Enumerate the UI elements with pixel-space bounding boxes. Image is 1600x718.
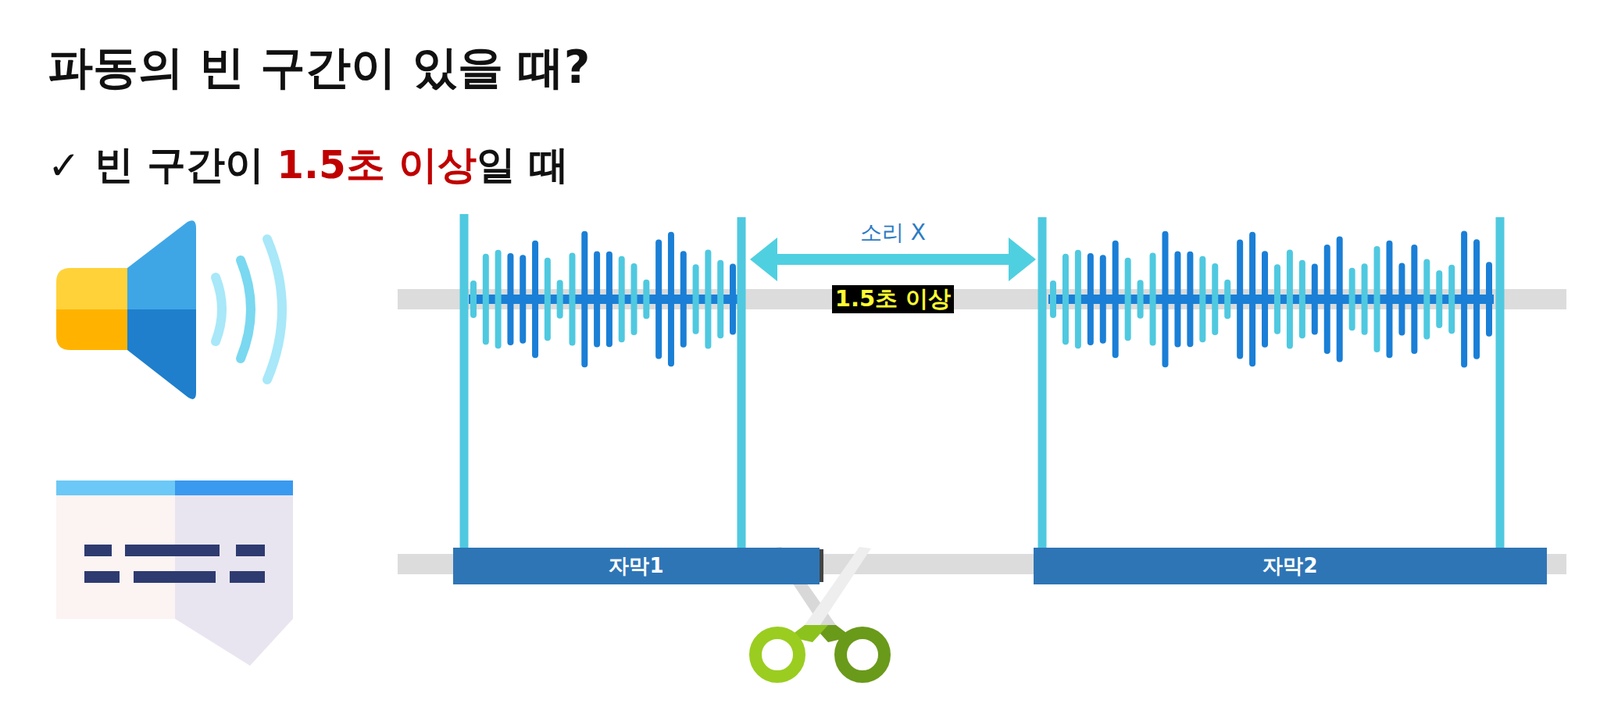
subtitle-icon: [56, 480, 293, 666]
gap-label: 소리 X: [855, 220, 931, 246]
speaker-icon: [56, 220, 283, 400]
subtitle-row: ✓ 빈 구간이1.5초 이상일 때: [47, 139, 569, 192]
title: 파동의 빈 구간이 있을 때?: [47, 37, 590, 99]
subtitle-label: 자막2: [1262, 552, 1318, 580]
highlight-text: 1.5초 이상: [276, 139, 477, 192]
subtitle-block: 자막2: [1033, 547, 1547, 585]
subtitle-block: 자막1: [453, 547, 820, 585]
subtitle-text: 빈 구간이: [94, 139, 265, 192]
duration-tag: 1.5초 이상: [832, 285, 954, 313]
boundary-lines: [464, 214, 1500, 551]
waveform: [468, 234, 1494, 365]
subtitle-label: 자막1: [608, 552, 664, 580]
check-mark: ✓: [47, 142, 81, 189]
subtitle-text: 일 때: [476, 139, 568, 192]
